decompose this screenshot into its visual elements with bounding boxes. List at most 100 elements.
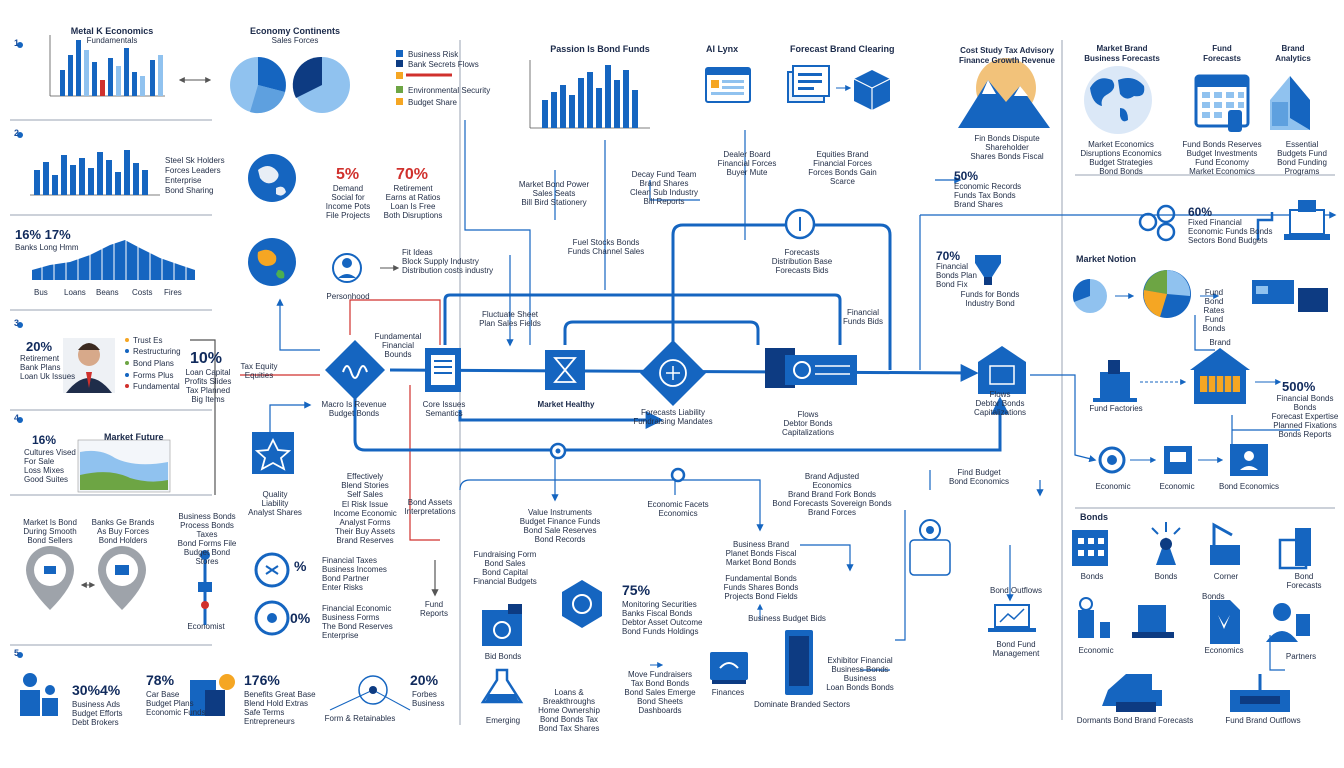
node-label: Flows Debtor Bonds Capitalizations <box>781 410 835 437</box>
area-axis-label: Bus <box>34 288 48 297</box>
area-axis-label: Loans <box>64 288 86 297</box>
percent-500-note: Financial Bonds Bonds Forecast Expertise… <box>1271 394 1339 439</box>
percent-30-note: Business Ads Budget Efforts Debt Brokers <box>72 700 123 727</box>
grid-title: Bonds <box>1080 512 1108 522</box>
funnel-label: Emerging <box>485 716 521 725</box>
ladder-note: Fund Reports <box>419 600 448 618</box>
mid-top-note: Fuel Stocks Bonds Funds Channel Sales <box>567 238 645 256</box>
portrait-legend-item: Trust Es <box>133 336 163 345</box>
lower-note: Business Brand Planet Bonds Fiscal Marke… <box>725 540 797 567</box>
left-percent-1-notes: Financial Taxes Business Incomes Bond Pa… <box>322 556 387 592</box>
world-map-icon <box>1084 66 1152 134</box>
portrait-note: Retirement Bank Plans Loan Uk Issues <box>20 354 76 381</box>
node-note: Form & Retainables <box>324 714 396 723</box>
bottom-note: Loans & Breakthroughs Home Ownership Bon… <box>538 688 600 733</box>
top-note: Dealer Board Financial Forces Buyer Mute <box>717 150 777 177</box>
bottom-caption: Dormants Bond Brand Forecasts <box>1076 716 1194 725</box>
grid-icon-label: Bonds <box>1080 572 1104 581</box>
bond-title: Bond Outflows <box>989 586 1043 595</box>
info-node <box>784 208 816 240</box>
area-axis-label: Costs <box>132 288 153 297</box>
cube-chart-icon <box>1270 76 1310 130</box>
percent-10-note: Loan Capital Profits Slides Tax Planned … <box>184 368 232 404</box>
house-icon <box>1190 348 1250 404</box>
grid-icon-label: Bond Forecasts <box>1286 572 1322 590</box>
flow-thin-lines <box>459 120 1337 671</box>
bar-chart-economics <box>49 35 165 97</box>
bond-side: Economist <box>187 622 225 631</box>
node-label: Market Healthy <box>537 400 595 409</box>
camera-icon <box>482 604 522 646</box>
area-label: Banks Long Hmm <box>15 243 79 252</box>
calendar-title: Fund Forecasts <box>1203 44 1241 63</box>
percent-78: 78% <box>146 672 175 688</box>
pie-subtitle: Sales Forces <box>271 36 319 45</box>
portrait-percent: 20% <box>26 339 53 354</box>
flow-dots <box>549 442 941 541</box>
house-label: Brand <box>1209 338 1231 347</box>
percent-30: 30%4% <box>72 682 121 698</box>
phone-icon <box>785 630 813 695</box>
grid-icon-label: Economic <box>1078 646 1114 655</box>
flow-loops <box>353 223 1009 452</box>
grid-icon-label: Economics <box>1204 646 1244 655</box>
mountain-note: Fin Bonds Dispute Shareholder Shares Bon… <box>970 134 1044 161</box>
browser-window-icon <box>705 67 751 103</box>
percent-10: 10% <box>190 350 223 367</box>
dashed-note: Bond Assets Interpretations <box>404 498 456 516</box>
chart2-note: Cultures Vised For Sale Loss Mixes Good … <box>24 448 76 484</box>
document-node-core <box>425 348 461 392</box>
bottom-label: Economic <box>1095 482 1131 491</box>
portrait-avatar <box>63 338 115 393</box>
bars-note: Enterprise <box>165 176 202 185</box>
portrait-legend-item: Fundamental <box>133 382 180 391</box>
grid-icon-label: Corner <box>1213 572 1239 581</box>
cube-note: Essential Budgets Fund Bond Funding Prog… <box>1277 140 1327 176</box>
bars-note: Forces Leaders <box>165 166 221 175</box>
hexagon-icon <box>562 580 602 628</box>
percent-500: 500% <box>1282 379 1316 394</box>
market-title: Market Notion <box>1076 254 1137 264</box>
hourglass-node-market <box>545 350 585 390</box>
percent-70: 70% <box>936 249 961 263</box>
area-bars <box>32 238 195 280</box>
area-percent: 16% 17% <box>15 227 71 242</box>
machine-icon <box>1256 200 1330 240</box>
diamond-node-forecasts <box>640 340 706 406</box>
family-icon <box>20 673 58 716</box>
cube-title: Brand Analytics <box>1275 44 1311 63</box>
node-label: Macro Is Revenue Budget Bonds <box>321 400 387 418</box>
brand-adjusted-note: Brand Adjusted Economics Brand Brand For… <box>772 472 892 517</box>
box-icon <box>190 674 235 716</box>
legend-item: Budget Share <box>408 98 457 107</box>
bar-chart-title: Metal K Economics <box>70 26 154 36</box>
bars-note: Bond Sharing <box>165 186 214 195</box>
legend-item: Environmental Security <box>408 86 491 95</box>
portrait-legend-item: Forms Plus <box>133 371 174 380</box>
bond-mgmt-note: Bond Fund Management <box>992 640 1040 658</box>
top-note: Market Bond Power Sales Seats Bill Bird … <box>518 180 590 207</box>
top-note: Equities Brand Financial Forces Forces B… <box>808 150 877 186</box>
percent-75: 75% <box>622 582 651 598</box>
bottom-row-icons <box>1098 444 1268 476</box>
gauge-label: Banks Ge Brands As Buy Forces Bond Holde… <box>91 518 155 545</box>
mountain-icon <box>958 58 1050 128</box>
person-label: Personhood <box>326 292 370 301</box>
network-node <box>329 675 411 711</box>
gauge-label: Market Is Bond During Smooth Bond Seller… <box>23 518 77 545</box>
pie-title: Economy Continents <box>249 26 340 36</box>
tool-icon <box>198 550 212 625</box>
percent-ring-icon <box>254 600 290 636</box>
index-number: 2 <box>14 128 20 138</box>
globe-icon <box>248 238 296 286</box>
left-connectors <box>190 298 441 597</box>
grid-icon-label: Bonds <box>1154 572 1178 581</box>
area-chart-market <box>77 439 171 493</box>
bar-chart-secondary <box>30 150 160 196</box>
bar-chart-subtitle: Fundamentals <box>86 36 138 45</box>
node-label: Core Issues Semantics <box>422 400 466 418</box>
percent-60-note: Fixed Financial Economic Funds Bonds Sec… <box>1188 218 1273 245</box>
globe-percent-2: 70% <box>396 166 429 183</box>
laptop-icon <box>988 604 1036 632</box>
